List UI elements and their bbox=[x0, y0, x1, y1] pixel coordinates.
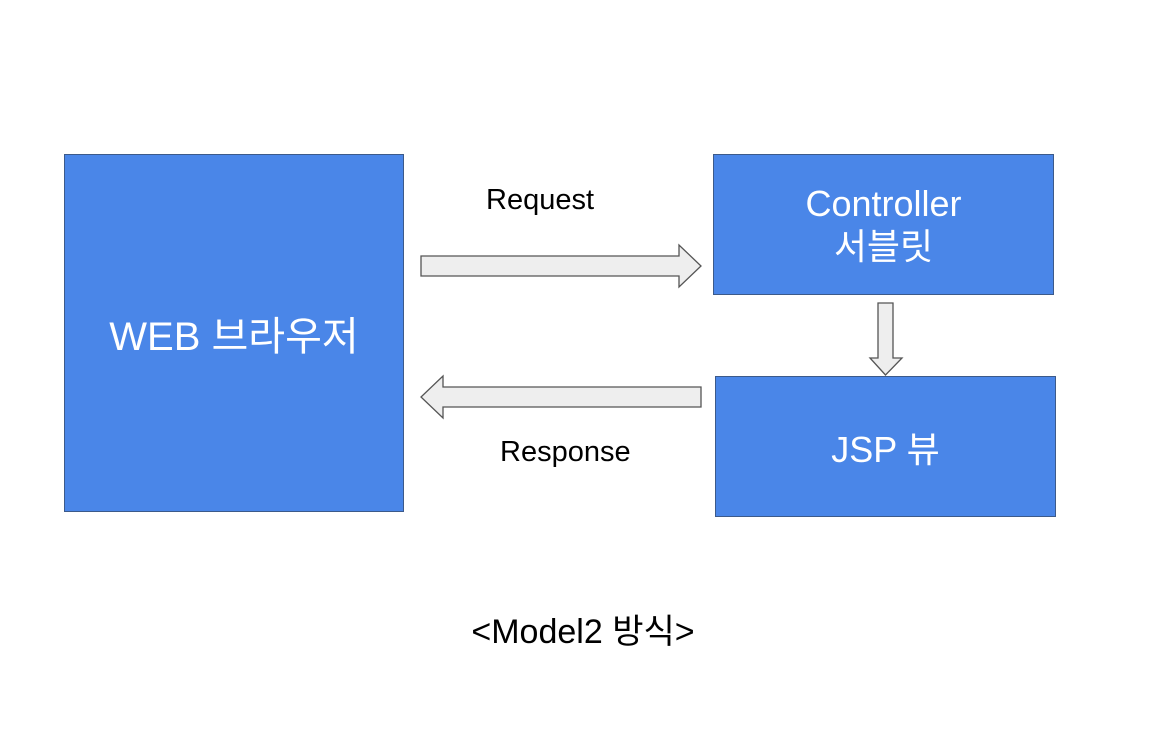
diagram-caption: <Model2 방식> bbox=[471, 613, 695, 651]
controller-servlet-box: Controller 서블릿 bbox=[713, 154, 1054, 295]
servlet-label: 서블릿 bbox=[833, 225, 934, 267]
web-browser-box: WEB 브라우저 bbox=[64, 154, 404, 512]
response-label: Response bbox=[500, 436, 631, 468]
jsp-view-box: JSP 뷰 bbox=[715, 376, 1056, 517]
jsp-view-label: JSP 뷰 bbox=[831, 428, 940, 470]
response-arrow-icon bbox=[420, 374, 702, 420]
controller-label: Controller bbox=[805, 182, 962, 224]
request-label: Request bbox=[486, 184, 595, 216]
web-browser-label: WEB 브라우저 bbox=[109, 315, 359, 359]
forward-down-arrow-icon bbox=[868, 302, 904, 376]
request-arrow-icon bbox=[420, 243, 702, 289]
